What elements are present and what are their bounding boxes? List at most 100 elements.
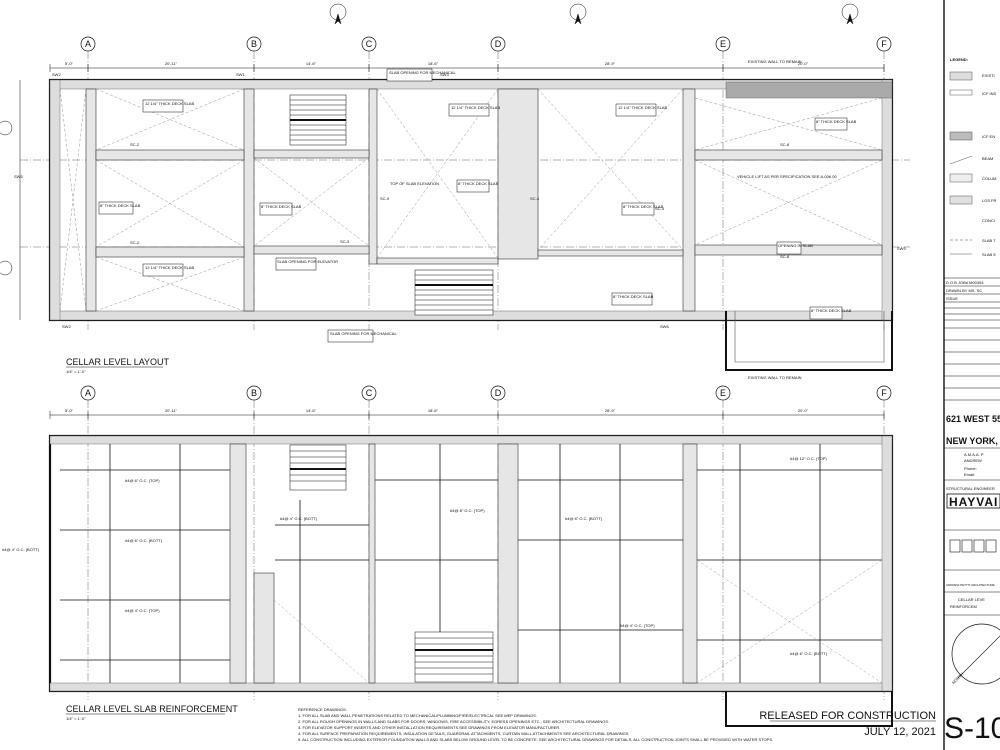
note-deck-5: 12 1/4" THICK DECK SLAB xyxy=(451,105,500,110)
legend-heading: LEGEND: xyxy=(950,57,968,62)
grid-label-a-2: A xyxy=(85,388,91,398)
grid-label-d: D xyxy=(495,39,502,49)
dim-top-5: 28'-9" xyxy=(605,61,616,66)
rebar-note-10: #4@ 4" O.C. (BOTT) xyxy=(2,547,40,552)
wall-tag-4: SW2 xyxy=(62,324,71,329)
note-deck-2b: 8" THICK DECK SLAB xyxy=(261,204,302,209)
release-date: JULY 12, 2021 xyxy=(864,726,936,738)
engineer-firm-name: HAYVAI xyxy=(949,495,998,509)
note-opening: OPENING IN SLAB xyxy=(778,243,813,248)
sheet-title-1: CELLAR LEVE xyxy=(958,597,985,602)
legend-item-3: ICF EN xyxy=(982,134,995,139)
dim-bot-1: 5'-0" xyxy=(65,408,74,413)
dim-top-4: 18'-6" xyxy=(428,61,439,66)
note-deck-4: 12 1/4" THICK DECK SLAB xyxy=(145,265,194,270)
dim-top-2: 20'-11" xyxy=(165,61,178,66)
dim-top-1: 5'-0" xyxy=(65,61,74,66)
rebar-note-3: #4@ 4" O.C. (TOP) xyxy=(125,608,160,613)
grid-label-d-2: D xyxy=(495,388,502,398)
dob-job-number: D.O.B JOB# M00394 xyxy=(946,280,984,285)
owner-line-4: Email: xyxy=(964,472,975,477)
rebar-note-7: #4@ 12" O.C. (TOP) xyxy=(790,456,827,461)
project-address-line-1: 621 WEST 55 xyxy=(946,414,1000,424)
note-slab-opening-mech-bottom: SLAB OPENING FOR MECHANICAL xyxy=(330,331,397,336)
grid-label-b: B xyxy=(251,39,257,49)
wall-tag-1: SW2 xyxy=(52,72,61,77)
reference-line-4: 4. FOR ALL SURFACE PREPARATION REQUIREME… xyxy=(298,731,630,736)
rebar-note-4: #4@ 4" O.C. (BOTT) xyxy=(280,516,318,521)
beam-tag-8: SC-4 xyxy=(655,206,665,211)
wall-tag-6: SW6 xyxy=(660,324,669,329)
owner-line-2: ANDREW xyxy=(964,458,982,463)
wall-tag-7: SW5 xyxy=(14,174,23,179)
wall-tag-3: SW3 xyxy=(440,72,449,77)
grid-label-b-2: B xyxy=(251,388,257,398)
sheet-number: S-10 xyxy=(944,712,1000,745)
reference-notes: REFERENCE DRAWINGS: 1. FOR ALL SLAB AND … xyxy=(298,707,773,742)
wall-tag-2: SW1 xyxy=(236,72,245,77)
beam-tag-7: SC-9 xyxy=(380,196,390,201)
north-arrow-icon xyxy=(951,623,1000,685)
beam-tag-4: SC-4 xyxy=(530,196,540,201)
note-top-of-slab: TOP OF SLAB ELEVATION xyxy=(390,181,439,186)
rebar-note-2: #4@ 6" O.C. (BOTT) xyxy=(125,538,163,543)
legend-item-5: COLUM xyxy=(982,176,996,181)
note-deck-9b: 8" THICK DECK SLAB xyxy=(811,308,852,313)
dim-bot-3: 14'-6" xyxy=(306,408,317,413)
grid-label-c: C xyxy=(366,39,373,49)
grid-label-f: F xyxy=(881,39,887,49)
rebar-note-5: #4@ 8" O.C. (TOP) xyxy=(450,508,485,513)
reference-line-1: 1. FOR ALL SLAB AND WALL PENETRATIONS RE… xyxy=(298,713,537,718)
owner-line-1: A.M.A.A. P xyxy=(964,452,984,457)
reference-line-5: 5. ALL CONSTRUCTION INCLUDING EXTERIOR F… xyxy=(298,737,773,742)
legend-item-4: BEAM xyxy=(982,156,993,161)
legend-item-9: SLAB E xyxy=(982,252,996,257)
legend-item-7: CONCI xyxy=(982,218,995,223)
note-deck-2: 8" THICK DECK SLAB xyxy=(100,203,141,208)
note-existing-wall-bottom: EXISTING WALL TO REMAIN xyxy=(748,375,802,380)
plan-scale-layout: 1/4" = 1'-0" xyxy=(66,369,86,374)
grid-label-a: A xyxy=(85,39,91,49)
sheet-title-2: REINFORCEM xyxy=(950,604,977,609)
project-address-line-2: NEW YORK, xyxy=(946,436,998,446)
engineer-label: STRUCTURAL ENGINEER xyxy=(946,486,995,491)
architect-name: ANDREW PETTIT ARCHITECTURE xyxy=(946,583,995,587)
reference-line-2: 2. FOR ALL ROUGH OPENINGS IN WALLS AND S… xyxy=(298,719,609,724)
rebar-note-9: #4@ 4" O.C. (TOP) xyxy=(620,623,655,628)
legend-item-1: EXISTI xyxy=(982,73,995,78)
cellar-slab-reinforcement-plan: A B C D E F 5'-0" 20'-11" 14'-6" 18'-6" … xyxy=(2,385,894,727)
dim-bot-2: 20'-11" xyxy=(165,408,178,413)
dim-bot-4: 18'-6" xyxy=(428,408,439,413)
note-deck-6: 8" THICK DECK SLAB xyxy=(458,181,499,186)
note-vehicle-lift: VEHICLE LIFT AS PER SPECIFICATION SEE A-… xyxy=(737,174,837,179)
beam-tag-3: SC-3 xyxy=(340,239,350,244)
reference-line-3: 3. FOR ELEVATOR SUPPORT INSERTS AND OTHE… xyxy=(298,725,560,730)
legend-item-2: ICF INS xyxy=(982,91,997,96)
note-existing-wall-top: EXISTING WALL TO REMAIN xyxy=(748,59,802,64)
rebar-note-1: #4@ 6" O.C. (TOP) xyxy=(125,478,160,483)
dim-top-6: 20'-0" xyxy=(798,61,809,66)
legend-item-6: LGS FR xyxy=(982,198,997,203)
plan-title-reinforcement: CELLAR LEVEL SLAB REINFORCEMENT xyxy=(66,704,238,714)
plan-scale-reinforcement: 1/4" = 1'-0" xyxy=(66,716,86,721)
grid-label-f-2: F xyxy=(881,388,887,398)
beam-tag-1: SC-2 xyxy=(130,142,140,147)
title-block: LEGEND: EXISTI ICF INS ICF EN BEAM COLUM… xyxy=(943,0,1000,750)
note-deck-9: 8" THICK DECK SLAB xyxy=(816,119,857,124)
release-label: RELEASED FOR CONSTRUCTION xyxy=(759,710,936,722)
beam-tag-6: SC-8 xyxy=(780,254,790,259)
note-deck-1: 12 1/4" THICK DECK SLAB xyxy=(145,101,194,106)
dim-top-3: 14'-6" xyxy=(306,61,317,66)
issue-label: ISSUE xyxy=(946,296,958,301)
dim-bot-6: 20'-0" xyxy=(798,408,809,413)
owner-line-3: Phone: xyxy=(964,466,977,471)
dim-bot-5: 28'-9" xyxy=(605,408,616,413)
cellar-pit-wall xyxy=(725,311,893,371)
note-deck-8: 12 1/4" THICK DECK SLAB xyxy=(618,105,667,110)
reference-heading: REFERENCE DRAWINGS: xyxy=(298,707,347,712)
legend-item-8: SLAB T xyxy=(982,238,996,243)
beam-tag-5: SC-8 xyxy=(780,142,790,147)
grid-label-e-2: E xyxy=(720,388,726,398)
note-slab-opening-mech-top: SLAB OPENING FOR MECHANICAL xyxy=(389,70,456,75)
